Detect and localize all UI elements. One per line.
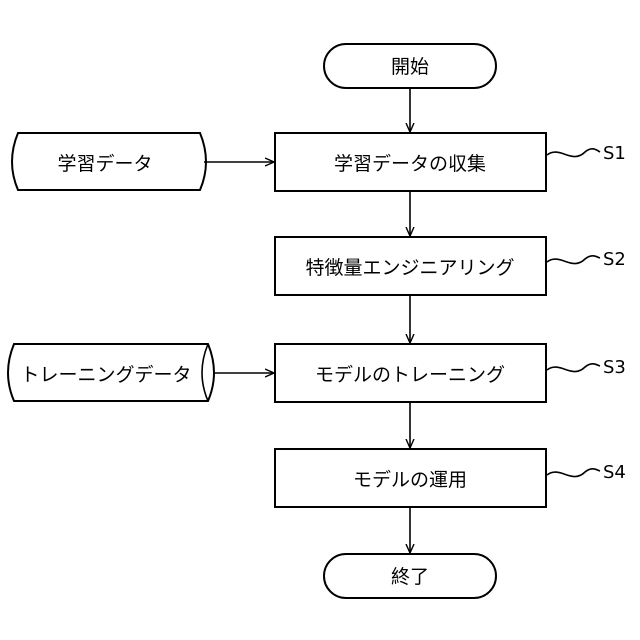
process-s2: 特徴量エンジニアリング [275,237,546,295]
input-learning-label: 学習データ [57,153,152,175]
start-terminal: 開始 [324,44,496,88]
process-s1-label: 学習データの収集 [334,153,486,175]
process-s2-label: 特徴量エンジニアリング [305,257,514,279]
process-s1: 学習データの収集 [275,133,546,191]
step-s3-leader [547,364,600,372]
process-s3: モデルのトレーニング [275,344,546,402]
end-label: 終了 [391,566,429,588]
step-s2-label: S2 [603,249,626,270]
process-s3-label: モデルのトレーニング [315,364,505,386]
step-s2-leader [547,256,600,264]
step-s4-label: S4 [603,462,626,483]
step-s1-label: S1 [603,143,626,164]
step-s3-label: S3 [603,357,626,378]
start-label: 開始 [391,56,429,78]
input-training-label: トレーニングデータ [20,364,191,386]
step-s1-leader [547,149,600,157]
input-data-learning: 学習データ [12,133,206,190]
process-s4-label: モデルの運用 [353,469,467,491]
input-data-training: トレーニングデータ [8,344,214,401]
step-s4-leader [547,469,600,477]
end-terminal: 終了 [324,554,496,598]
process-s4: モデルの運用 [275,449,546,507]
